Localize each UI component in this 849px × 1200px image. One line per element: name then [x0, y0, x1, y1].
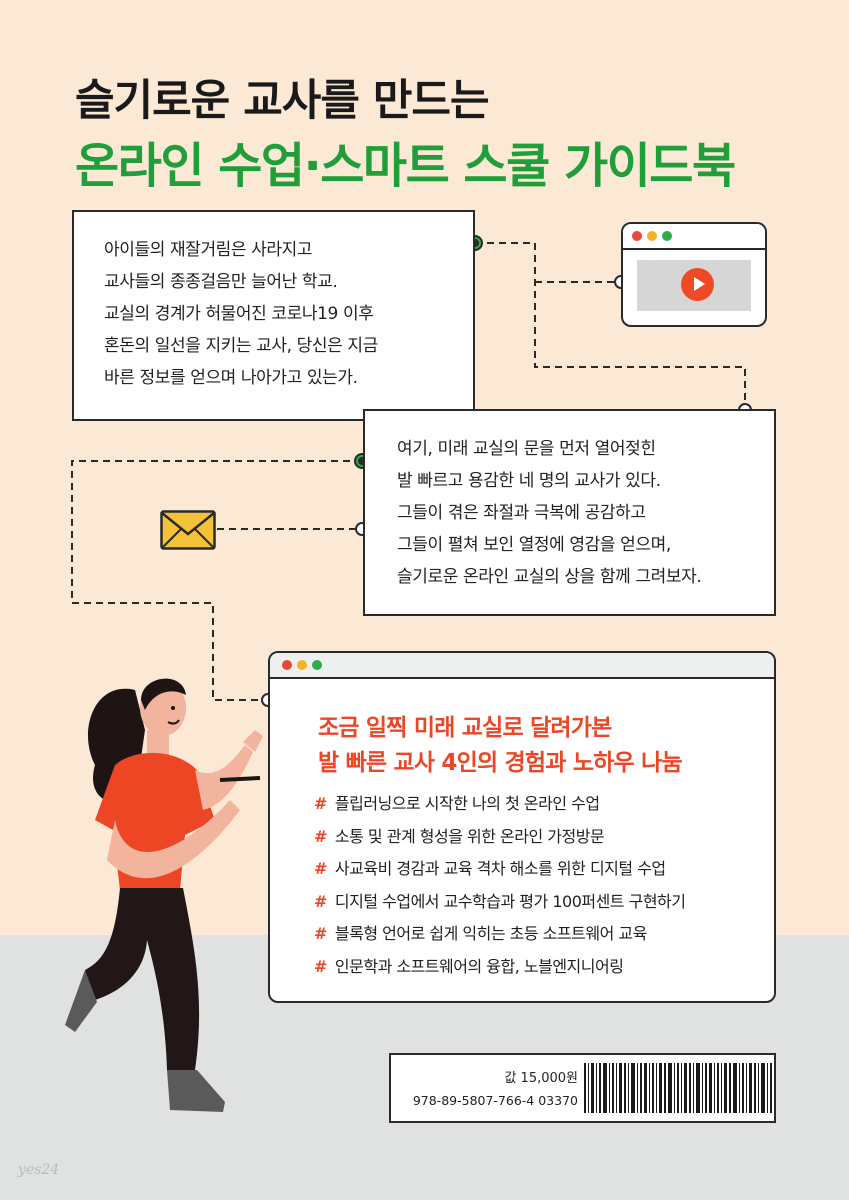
list-item-text: 인문학과 소프트웨어의 융합, 노블엔지니어링 — [334, 956, 624, 976]
second-text-box: 여기, 미래 교실의 문을 먼저 열어젖힌 발 빠르고 용감한 네 명의 교사가… — [363, 409, 776, 616]
intro-line: 바른 정보를 얻으며 나아가고 있는가. — [104, 368, 358, 388]
watermark-logo: yes24 — [18, 1162, 60, 1178]
maximize-dot-icon — [312, 660, 322, 670]
second-line: 슬기로운 온라인 교실의 상을 함께 그려보자. — [397, 567, 702, 587]
main-headline-line1: 조금 일찍 미래 교실로 달려가본 — [318, 715, 612, 741]
list-item-text: 플립러닝으로 시작한 나의 첫 온라인 수업 — [334, 794, 600, 813]
hash-bullet: # — [314, 956, 327, 976]
list-item: # 소통 및 관계 형성을 위한 온라인 가정방문 — [314, 821, 686, 854]
list-item: # 블록형 언어로 쉽게 익히는 초등 소프트웨어 교육 — [314, 918, 686, 951]
heading-line2: 온라인 수업·스마트 스쿨 가이드북 — [75, 138, 736, 194]
envelope-icon — [160, 510, 216, 550]
second-line: 여기, 미래 교실의 문을 먼저 열어젖힌 — [397, 439, 656, 459]
intro-line: 혼돈의 일선을 지키는 교사, 당신은 지금 — [104, 336, 378, 356]
intro-line: 교사들의 종종걸음만 늘어난 학교. — [104, 272, 338, 292]
main-content-window: 조금 일찍 미래 교실로 달려가본 발 빠른 교사 4인의 경험과 노하우 나눔… — [268, 651, 776, 1003]
list-item: # 플립러닝으로 시작한 나의 첫 온라인 수업 — [314, 788, 686, 821]
intro-line: 아이들의 재잘거림은 사라지고 — [104, 240, 313, 260]
list-item-text: 디지털 수업에서 교수학습과 평가 100퍼센트 구현하기 — [334, 891, 686, 911]
person-illustration — [65, 678, 263, 1112]
video-screen — [637, 260, 751, 311]
topic-list: # 플립러닝으로 시작한 나의 첫 온라인 수업 # 소통 및 관계 형성을 위한 … — [314, 788, 686, 983]
window-titlebar — [623, 224, 765, 250]
minimize-dot-icon — [297, 660, 307, 670]
list-item: # 디지털 수업에서 교수학습과 평가 100퍼센트 구현하기 — [314, 886, 686, 919]
barcode-icon — [584, 1063, 772, 1113]
hash-bullet: # — [314, 924, 327, 943]
list-item-text: 소통 및 관계 형성을 위한 온라인 가정방문 — [334, 826, 605, 846]
intro-text-box: 아이들의 재잘거림은 사라지고 교사들의 종종걸음만 늘어난 학교. 교실의 경… — [72, 210, 475, 421]
barcode-box: 값 15,000원 978-89-5807-766-4 03370 — [389, 1053, 776, 1123]
minimize-dot-icon — [647, 231, 657, 241]
list-item: # 사교육비 경감과 교육 격차 해소를 위한 디지털 수업 — [314, 853, 686, 886]
close-dot-icon — [282, 660, 292, 670]
maximize-dot-icon — [662, 231, 672, 241]
video-window-illustration — [621, 222, 767, 327]
main-headline: 조금 일찍 미래 교실로 달려가본 발 빠른 교사 4인의 경험과 노하우 나눔 — [318, 711, 683, 781]
list-item-text: 사교육비 경감과 교육 격차 해소를 위한 디지털 수업 — [334, 859, 666, 878]
isbn-label: 978-89-5807-766-4 03370 — [412, 1093, 578, 1108]
play-icon — [681, 268, 714, 301]
heading-line1: 슬기로운 교사를 만드는 — [75, 76, 490, 126]
second-line: 그들이 겪은 좌절과 극복에 공감하고 — [397, 503, 646, 523]
close-dot-icon — [632, 231, 642, 241]
list-item: # 인문학과 소프트웨어의 융합, 노블엔지니어링 — [314, 951, 686, 984]
hash-bullet: # — [314, 826, 327, 846]
price-label: 값 15,000원 — [504, 1071, 578, 1086]
second-line: 발 빠르고 용감한 네 명의 교사가 있다. — [397, 471, 661, 491]
hash-bullet: # — [314, 859, 327, 878]
window-titlebar — [270, 653, 774, 679]
main-headline-line2: 발 빠른 교사 4인의 경험과 노하우 나눔 — [318, 750, 683, 776]
hash-bullet: # — [314, 794, 327, 813]
second-line: 그들이 펼쳐 보인 열정에 영감을 얻으며, — [397, 535, 671, 555]
hash-bullet: # — [314, 891, 327, 911]
intro-line: 교실의 경계가 허물어진 코로나19 이후 — [104, 304, 374, 324]
list-item-text: 블록형 언어로 쉽게 익히는 초등 소프트웨어 교육 — [334, 924, 647, 943]
